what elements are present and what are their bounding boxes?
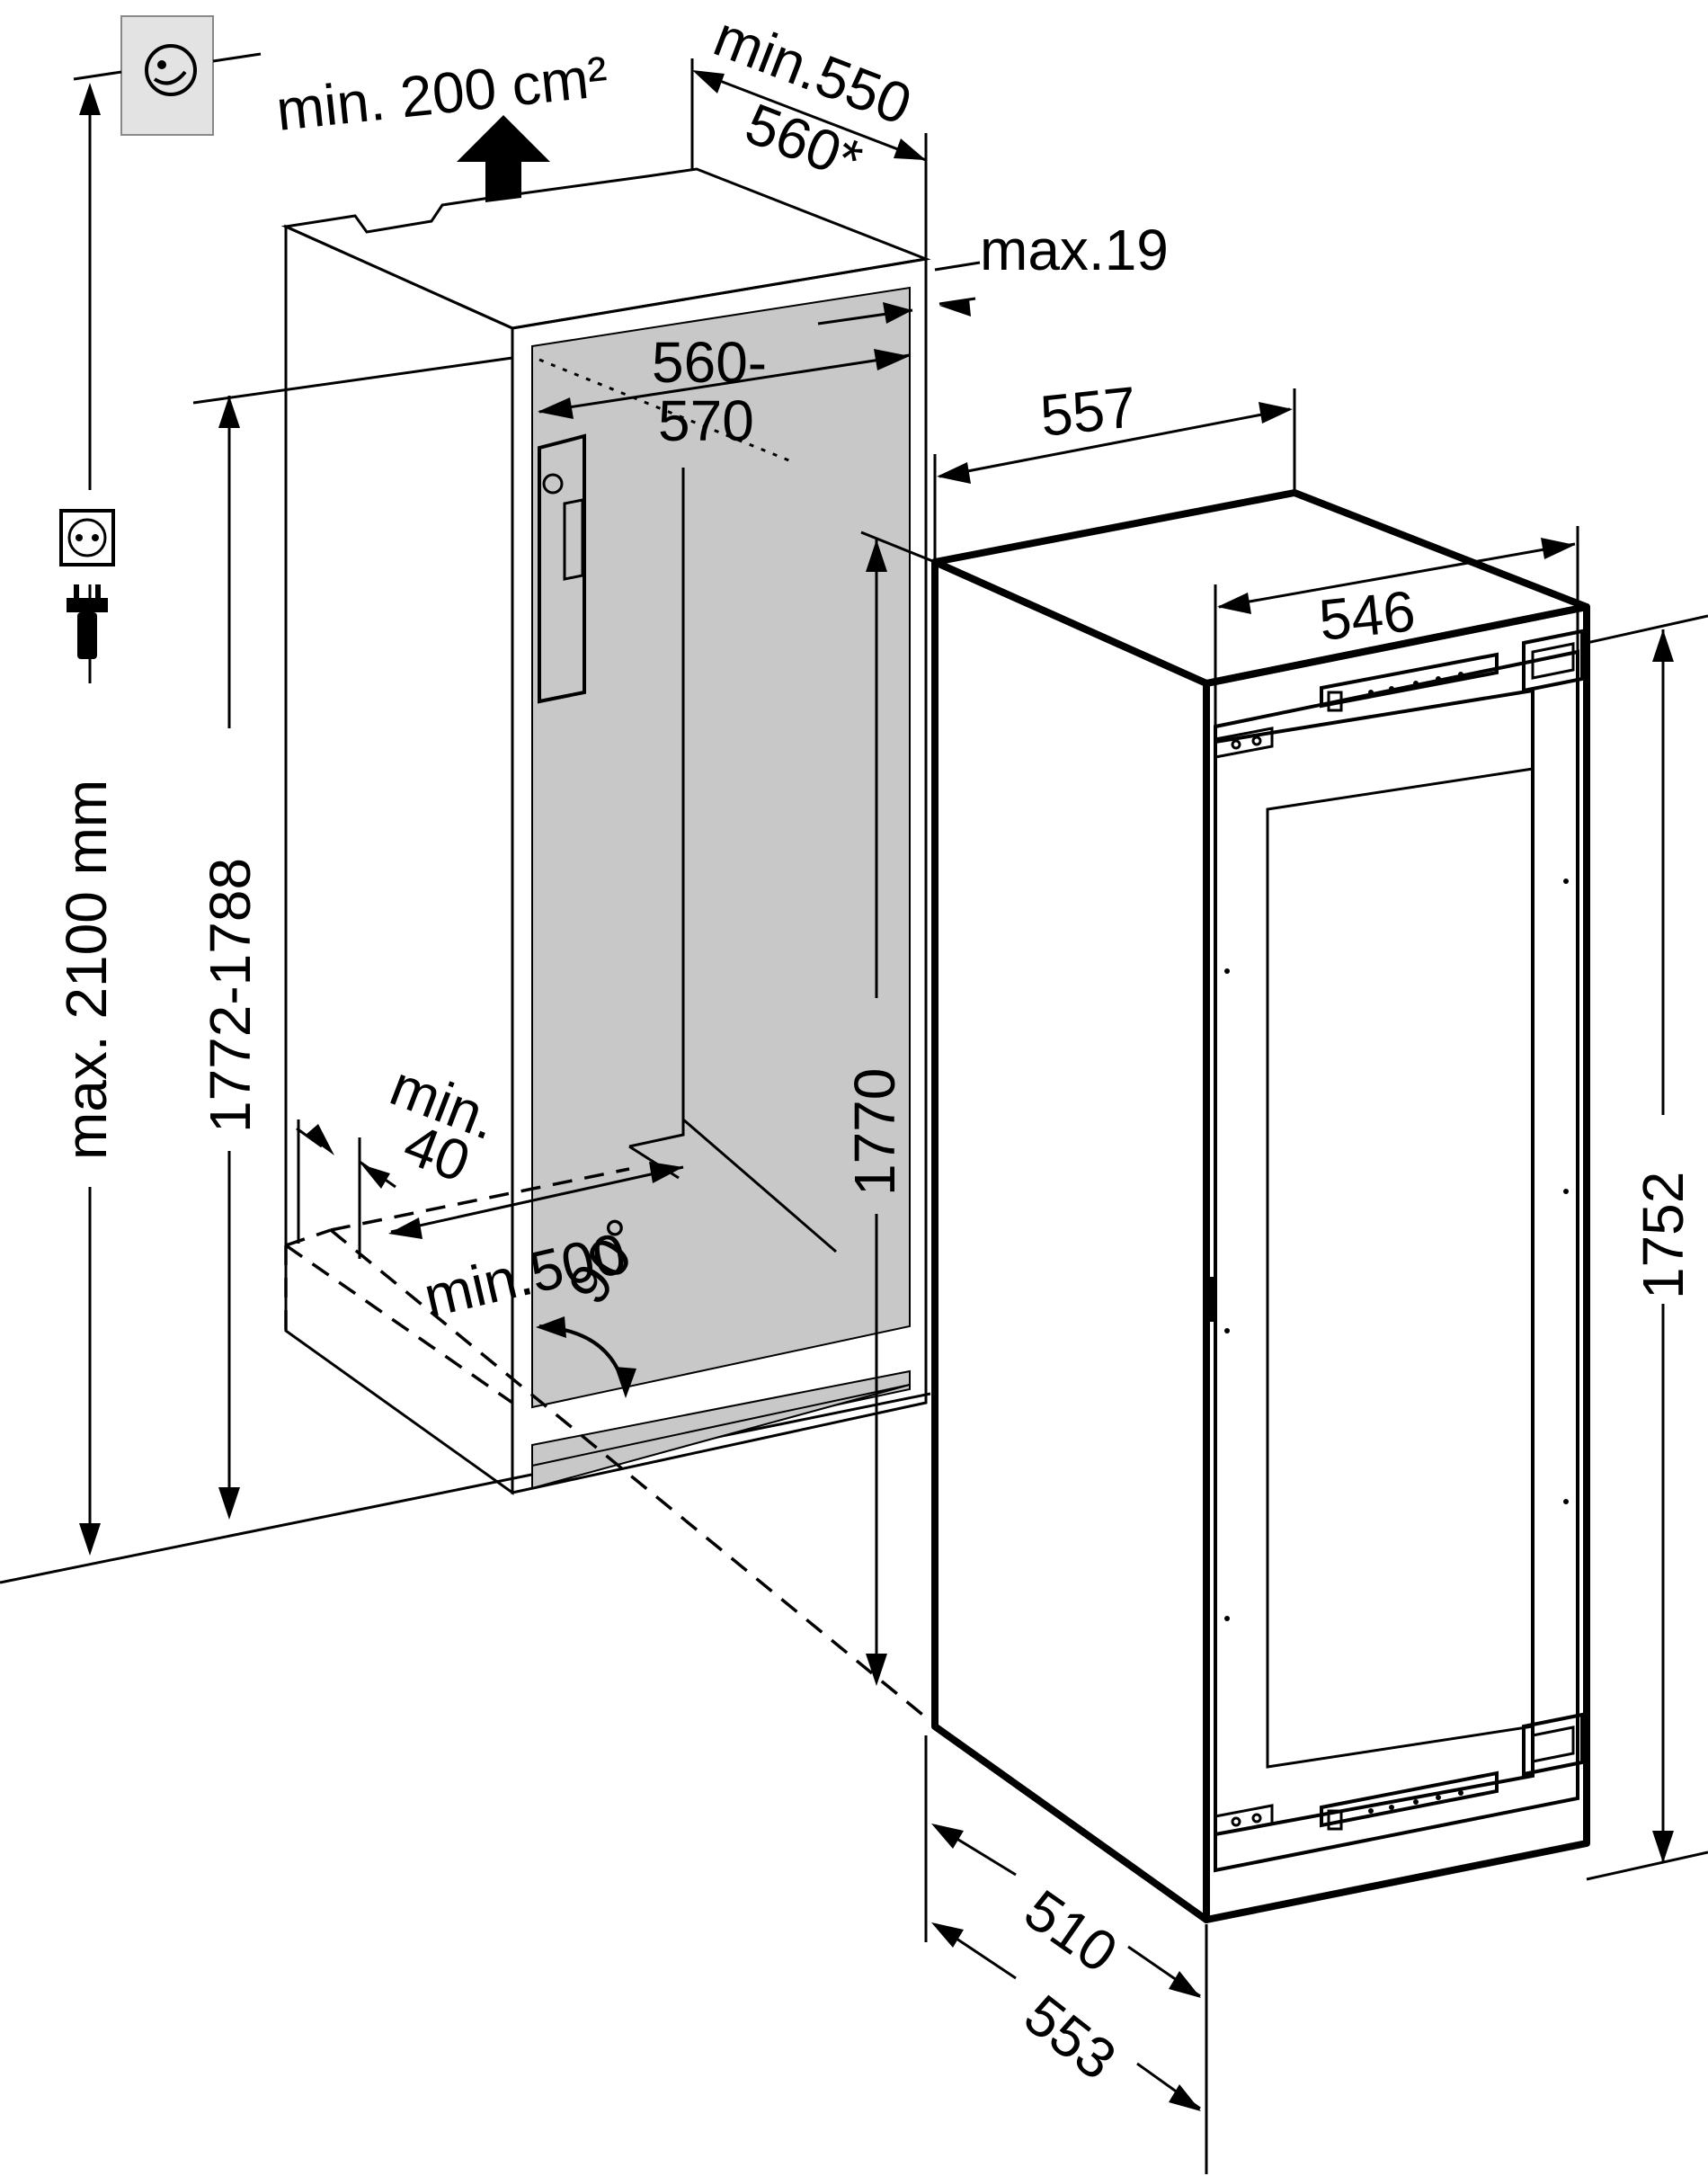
socket-bracket xyxy=(538,433,586,704)
power-socket-icon xyxy=(59,509,115,566)
niche-height-dimension: 1772-1788 xyxy=(192,356,513,1520)
ventilation-grille-icon xyxy=(73,15,262,136)
niche-width-label-a: 560- xyxy=(652,330,767,395)
max-height-dimension: max. 2100 mm xyxy=(54,83,119,1556)
depth-510-label: 510 xyxy=(1013,1877,1129,1984)
appliance-width-front-label: 546 xyxy=(1316,578,1419,653)
inner-height-label: 1770 xyxy=(842,1068,907,1196)
appliance-width-top-dimension: 557 xyxy=(933,374,1296,562)
appliance-height-dimension: 1752 xyxy=(1586,614,1708,1881)
depth-553-label: 553 xyxy=(1012,1982,1127,2091)
niche-cabinet xyxy=(280,167,931,1495)
panel-max-dimension: max.19 xyxy=(817,218,1169,326)
power-plug-icon xyxy=(67,584,108,659)
airflow-up-arrow xyxy=(457,115,550,202)
niche-width-label-b: 570 xyxy=(658,388,754,453)
depth-dimension-top: min.550 560* xyxy=(690,4,928,259)
niche-opening xyxy=(531,286,911,1409)
niche-height-label: 1772-1788 xyxy=(198,858,262,1133)
appliance-depth-dimension: 510 553 xyxy=(924,1735,1208,2174)
appliance-unit xyxy=(931,489,1590,1923)
inner-height-dimension: 1770 xyxy=(842,531,936,1686)
floor-line xyxy=(0,1392,931,1584)
appliance-width-top-label: 557 xyxy=(1037,374,1140,449)
appliance-height-label: 1752 xyxy=(1631,1172,1695,1299)
vent-area-label: min. 200 cm² xyxy=(273,44,610,143)
niche-width-dimension: 560- 570 xyxy=(538,330,911,453)
appliance-width-front-dimension: 546 xyxy=(1214,526,1579,737)
panel-max-label: max.19 xyxy=(980,218,1169,282)
max-height-label: max. 2100 mm xyxy=(54,780,119,1160)
floor-footprint-dashed xyxy=(284,1167,928,1719)
